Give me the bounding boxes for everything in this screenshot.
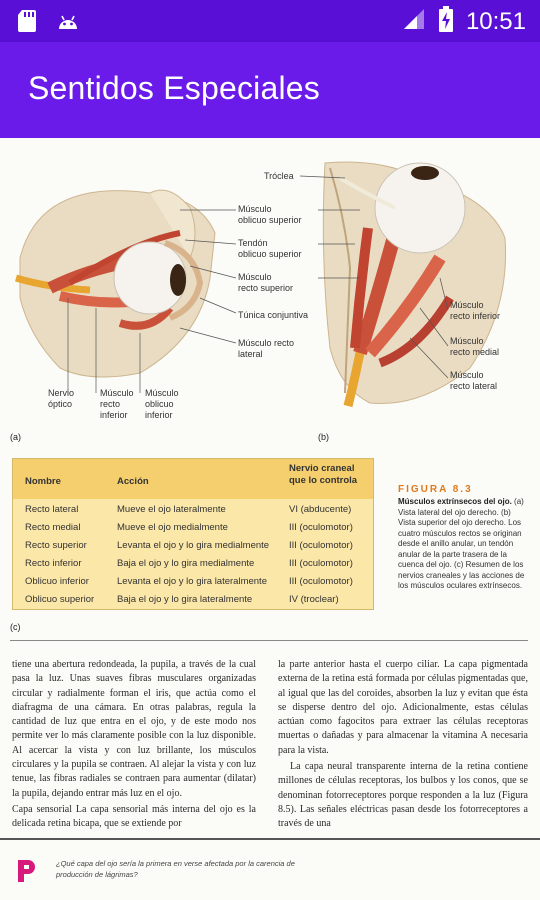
caption-text: Músculos extrínsecos del ojo. (a) Vista … <box>398 497 528 592</box>
cell-accion: Mueve el ojo medialmente <box>117 522 228 533</box>
text-divider <box>10 640 528 641</box>
cell-nombre: Oblicuo inferior <box>25 576 89 587</box>
status-bar: 10:51 <box>0 0 540 42</box>
extraocular-muscles-table: Nombre Acción Nervio craneal que lo cont… <box>12 458 374 610</box>
status-time: 10:51 <box>465 7 526 35</box>
panel-c-label: (c) <box>10 622 21 632</box>
panel-b-label: (b) <box>318 432 329 442</box>
cell-nombre: Recto medial <box>25 522 81 533</box>
label-recto-medial-b: Músculo recto medial <box>450 336 500 357</box>
book-page[interactable]: Músculo oblicuo superior Tendón oblicuo … <box>0 138 540 900</box>
cell-accion: Levanta el ojo y lo gira medialmente <box>117 540 270 551</box>
sd-card-icon <box>18 9 38 38</box>
cell-accion: Levanta el ojo y lo gira lateralmente <box>117 576 267 587</box>
label-oblicuo-superior: Músculo oblicuo superior <box>238 204 302 225</box>
caption-title: Músculos extrínsecos del ojo. <box>398 497 512 506</box>
label-troclea: Tróclea <box>264 171 294 181</box>
right-paragraph: La capa neural transparente interna de l… <box>278 761 528 830</box>
label-tendon-oblicuo: Tendón oblicuo superior <box>238 238 302 259</box>
eye-illustration <box>15 161 507 408</box>
figure-caption: FIGURA 8.3 Músculos extrínsecos del ojo.… <box>398 484 528 592</box>
battery-charging-icon <box>438 6 454 37</box>
label-recto-lateral-a: Músculo recto lateral <box>238 338 295 359</box>
table-row: Oblicuo superior Baja el ojo y lo gira l… <box>13 591 373 609</box>
cell-nervio: III (oculomotor) <box>289 576 353 587</box>
left-paragraph: tiene una abertura redondeada, la pupila… <box>12 659 256 799</box>
body-left-column: tiene una abertura redondeada, la pupila… <box>12 658 256 832</box>
cell-accion: Baja el ojo y lo gira lateralmente <box>117 594 253 605</box>
cell-nervio: III (oculomotor) <box>289 540 353 551</box>
footer-question: ¿Qué capa del ojo sería la primera en ve… <box>56 859 295 879</box>
app-bar: Sentidos Especiales <box>0 42 540 138</box>
label-recto-superior: Músculo recto superior <box>238 272 294 293</box>
signal-icon <box>402 7 426 36</box>
body-right-column: la parte anterior hasta el cuerpo ciliar… <box>278 658 528 832</box>
caption-figure-number: FIGURA 8.3 <box>398 484 473 495</box>
table-row: Recto medial Mueve el ojo medialmente II… <box>13 519 373 537</box>
table-header: Nombre Acción Nervio craneal que lo cont… <box>13 459 373 499</box>
header-nombre: Nombre <box>25 476 61 487</box>
right-paragraph: la parte anterior hasta el cuerpo ciliar… <box>278 659 528 756</box>
app-title: Sentidos Especiales <box>28 70 320 106</box>
table-row: Recto lateral Mueve el ojo lateralmente … <box>13 501 373 519</box>
table-row: Recto superior Levanta el ojo y lo gira … <box>13 537 373 555</box>
label-recto-inferior-a: Músculo recto inferior <box>100 388 134 420</box>
panel-a-label: (a) <box>10 432 21 442</box>
table-row: Oblicuo inferior Levanta el ojo y lo gir… <box>13 573 373 591</box>
cell-nombre: Recto inferior <box>25 558 82 569</box>
cell-accion: Mueve el ojo lateralmente <box>117 504 226 515</box>
eye-muscles-figure: Músculo oblicuo superior Tendón oblicuo … <box>0 138 540 448</box>
cell-nombre: Recto superior <box>25 540 87 551</box>
table-row: Recto inferior Baja el ojo y lo gira med… <box>13 555 373 573</box>
cell-accion: Baja el ojo y lo gira medialmente <box>117 558 255 569</box>
label-tunica-conjuntiva: Túnica conjuntiva <box>238 310 309 320</box>
header-accion: Acción <box>117 476 149 487</box>
cell-nervio: III (oculomotor) <box>289 522 353 533</box>
cell-nervio: IV (troclear) <box>289 594 339 605</box>
label-nervio-optico: Nervio óptico <box>48 388 75 409</box>
label-recto-lateral-b: Músculo recto lateral <box>450 370 498 391</box>
cell-nombre: Oblicuo superior <box>25 594 95 605</box>
cell-nervio: III (oculomotor) <box>289 558 353 569</box>
cell-nervio: VI (abducente) <box>289 504 352 515</box>
android-icon <box>56 9 80 38</box>
label-recto-inferior-b: Músculo recto inferior <box>450 300 501 321</box>
left-paragraph: Capa sensorial La capa sensorial más int… <box>12 803 256 830</box>
label-oblicuo-inferior: Músculo oblicuo inferior <box>145 388 179 420</box>
cell-nombre: Recto lateral <box>25 504 79 515</box>
header-nervio: Nervio craneal que lo controla <box>289 463 358 486</box>
p-logo-icon <box>14 858 40 884</box>
question-footer: ¿Qué capa del ojo sería la primera en ve… <box>0 838 540 900</box>
caption-body: (a) Vista lateral del ojo derecho. (b) V… <box>398 497 525 590</box>
